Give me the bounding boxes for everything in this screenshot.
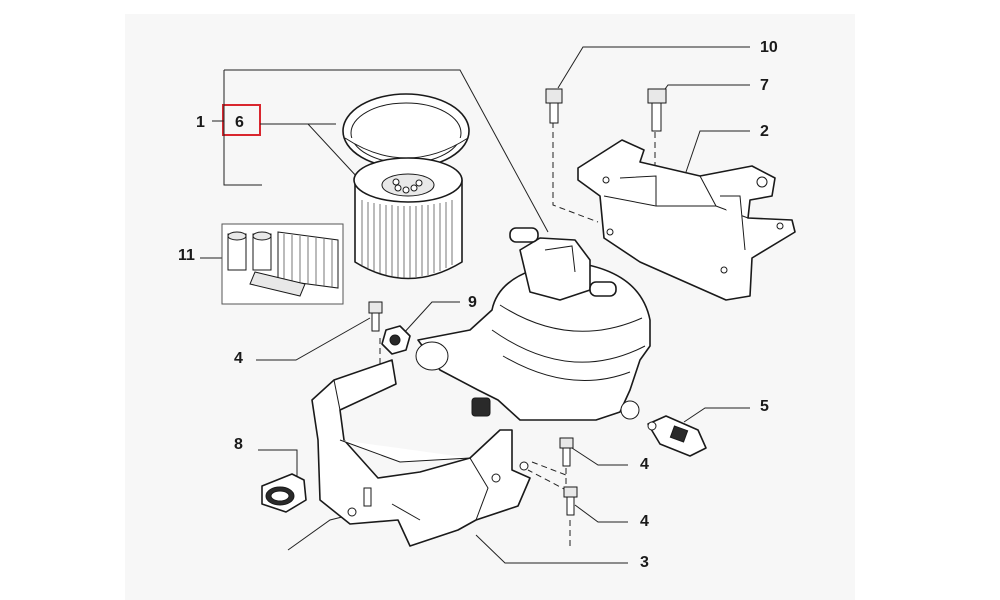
callout-7[interactable]: 7	[760, 77, 769, 94]
callout-4-low[interactable]: 4	[640, 513, 649, 530]
callout-10[interactable]: 10	[760, 39, 778, 56]
callout-2[interactable]: 2	[760, 123, 769, 140]
filter-kit-inset[interactable]	[221, 223, 344, 305]
filter-gasket-part[interactable]	[342, 93, 470, 169]
callout-1[interactable]: 1	[196, 114, 205, 131]
callout-9[interactable]: 9	[468, 294, 477, 311]
bolt-4-mid-part[interactable]	[559, 437, 574, 467]
bolt-10-part[interactable]	[545, 88, 563, 124]
callout-11[interactable]: 11	[178, 247, 195, 264]
filter-housing-part[interactable]	[415, 227, 651, 421]
callout-5[interactable]: 5	[760, 398, 769, 415]
callout-6[interactable]: 6	[235, 114, 244, 131]
callout-4-mid[interactable]: 4	[640, 456, 649, 473]
callout-8[interactable]: 8	[234, 436, 243, 453]
lower-bracket-part[interactable]	[311, 359, 531, 547]
callout-4-left[interactable]: 4	[234, 350, 243, 367]
grommet-8-part[interactable]	[261, 473, 307, 513]
nut-9-part[interactable]	[381, 325, 411, 355]
bolt-4-left-part[interactable]	[368, 301, 383, 332]
bolt-4-low-part[interactable]	[563, 486, 578, 516]
callout-6-highlight-box	[222, 104, 261, 136]
leader-lines	[200, 46, 750, 564]
callout-3[interactable]: 3	[640, 554, 649, 571]
bolt-7-part[interactable]	[647, 88, 667, 132]
sensor-5-part[interactable]	[647, 415, 707, 457]
upper-bracket-part[interactable]	[577, 139, 796, 301]
filter-cartridge-part[interactable]	[353, 157, 463, 280]
